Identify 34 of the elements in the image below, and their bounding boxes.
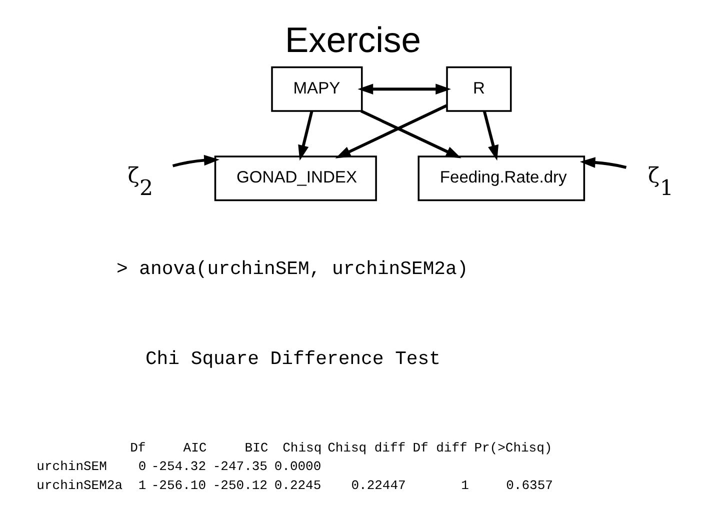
label: Df: [130, 440, 146, 455]
label: 0.0000: [274, 458, 322, 474]
node-box: MAPY: [271, 66, 363, 112]
arrow: [358, 83, 452, 94]
label: Df diff: [412, 440, 468, 455]
arrow: [360, 109, 462, 158]
label: 0.6357: [506, 478, 553, 493]
label: urchinSEM: [36, 458, 107, 474]
label: -256.10: [151, 478, 206, 493]
label: AIC: [183, 440, 207, 455]
label: -250.12: [212, 478, 268, 493]
label: Chisq: [282, 440, 322, 455]
arrow: [482, 110, 498, 160]
diagram-title: Exercise: [285, 19, 422, 60]
label: Chi Square Difference Test: [145, 347, 440, 370]
arrow: [335, 104, 448, 158]
label: 0.22447: [351, 478, 406, 493]
label: Pr(>Chisq): [474, 440, 552, 455]
label: BIC: [244, 440, 268, 455]
label: > anova(urchinSEM, urchinSEM2a): [116, 257, 468, 280]
label: 0.2245: [274, 478, 322, 493]
node-box: R: [446, 66, 512, 112]
label: 0: [138, 458, 146, 474]
label: -247.35: [212, 458, 268, 474]
label: Chisq diff: [328, 440, 406, 455]
label: -254.32: [151, 458, 206, 474]
label: urchinSEM2a: [36, 478, 123, 493]
label: 1: [461, 478, 470, 493]
arrow: [580, 156, 627, 168]
arrow: [298, 110, 314, 160]
node-box: Feeding.Rate.dry: [418, 155, 586, 201]
label: 1: [138, 478, 146, 493]
node-box: GONAD_INDEX: [214, 155, 377, 201]
arrow: [172, 154, 220, 167]
